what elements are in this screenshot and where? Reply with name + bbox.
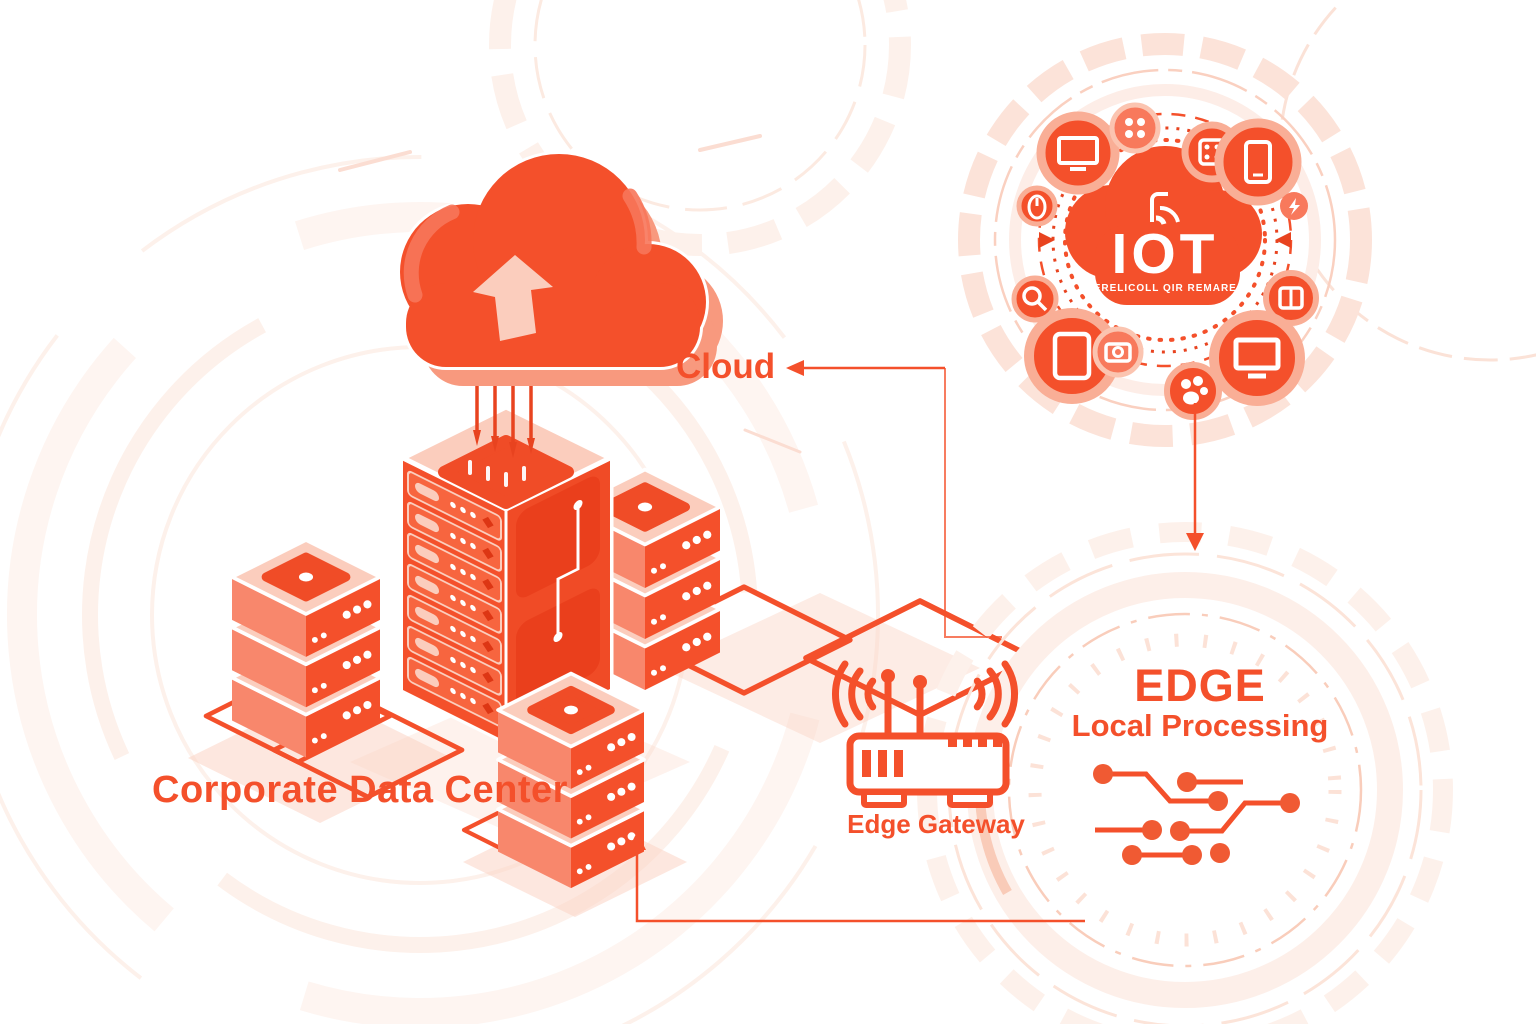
iot-device-book-icon [1263, 270, 1319, 326]
iot-device-paw-icon [1164, 362, 1222, 420]
edge-gateway-icon [832, 660, 1018, 808]
arrow-iot-to-cloud [786, 360, 1002, 638]
arrow-iot-to-edge [1186, 403, 1204, 551]
iot-device-flash-icon [1280, 192, 1308, 220]
iot-device-mouse-icon [1016, 185, 1058, 227]
circuit-traces-icon [1093, 764, 1300, 865]
corporate-data-center-label: Corporate Data Center [152, 769, 568, 811]
iot-device-app-dots-icon [1109, 102, 1161, 154]
edge-subtitle: Local Processing [1071, 708, 1329, 743]
iot-subtitle: BERELICOLL QIR REMARES [1085, 283, 1244, 294]
iot-title: IOT [1112, 222, 1219, 286]
server-stack-left [230, 538, 382, 760]
iot-device-smartphone-icon [1214, 118, 1302, 206]
upload-arrow-icon [473, 255, 553, 341]
edge-gateway-label: Edge Gateway [847, 809, 1025, 839]
cloud-label: Cloud [676, 347, 776, 386]
connector-arrows [628, 360, 1204, 923]
ring-arrow-icon [1039, 232, 1055, 248]
iot-device-desktop-monitor-icon [1209, 310, 1305, 406]
iot-devices [1011, 102, 1319, 420]
corporate-data-center-illustration [188, 151, 1034, 917]
tower-inset-dashes [468, 460, 526, 487]
iot-device-magnifier-icon [1011, 275, 1059, 323]
edge-title: EDGE [1134, 660, 1266, 711]
wireless-icon [1150, 192, 1180, 225]
iot-device-camera-icon [1092, 326, 1144, 378]
iot-device-monitor-icon [1036, 111, 1120, 195]
ring-arrow-icon [1275, 232, 1291, 248]
iot-cluster: IOT BERELICOLL QIR REMARES [958, 33, 1372, 447]
server-tower [399, 403, 614, 745]
cloud-icon [397, 151, 723, 386]
arrow-edge-to-datacenter [628, 832, 1085, 923]
iot-device-tablet-icon [1024, 308, 1120, 404]
